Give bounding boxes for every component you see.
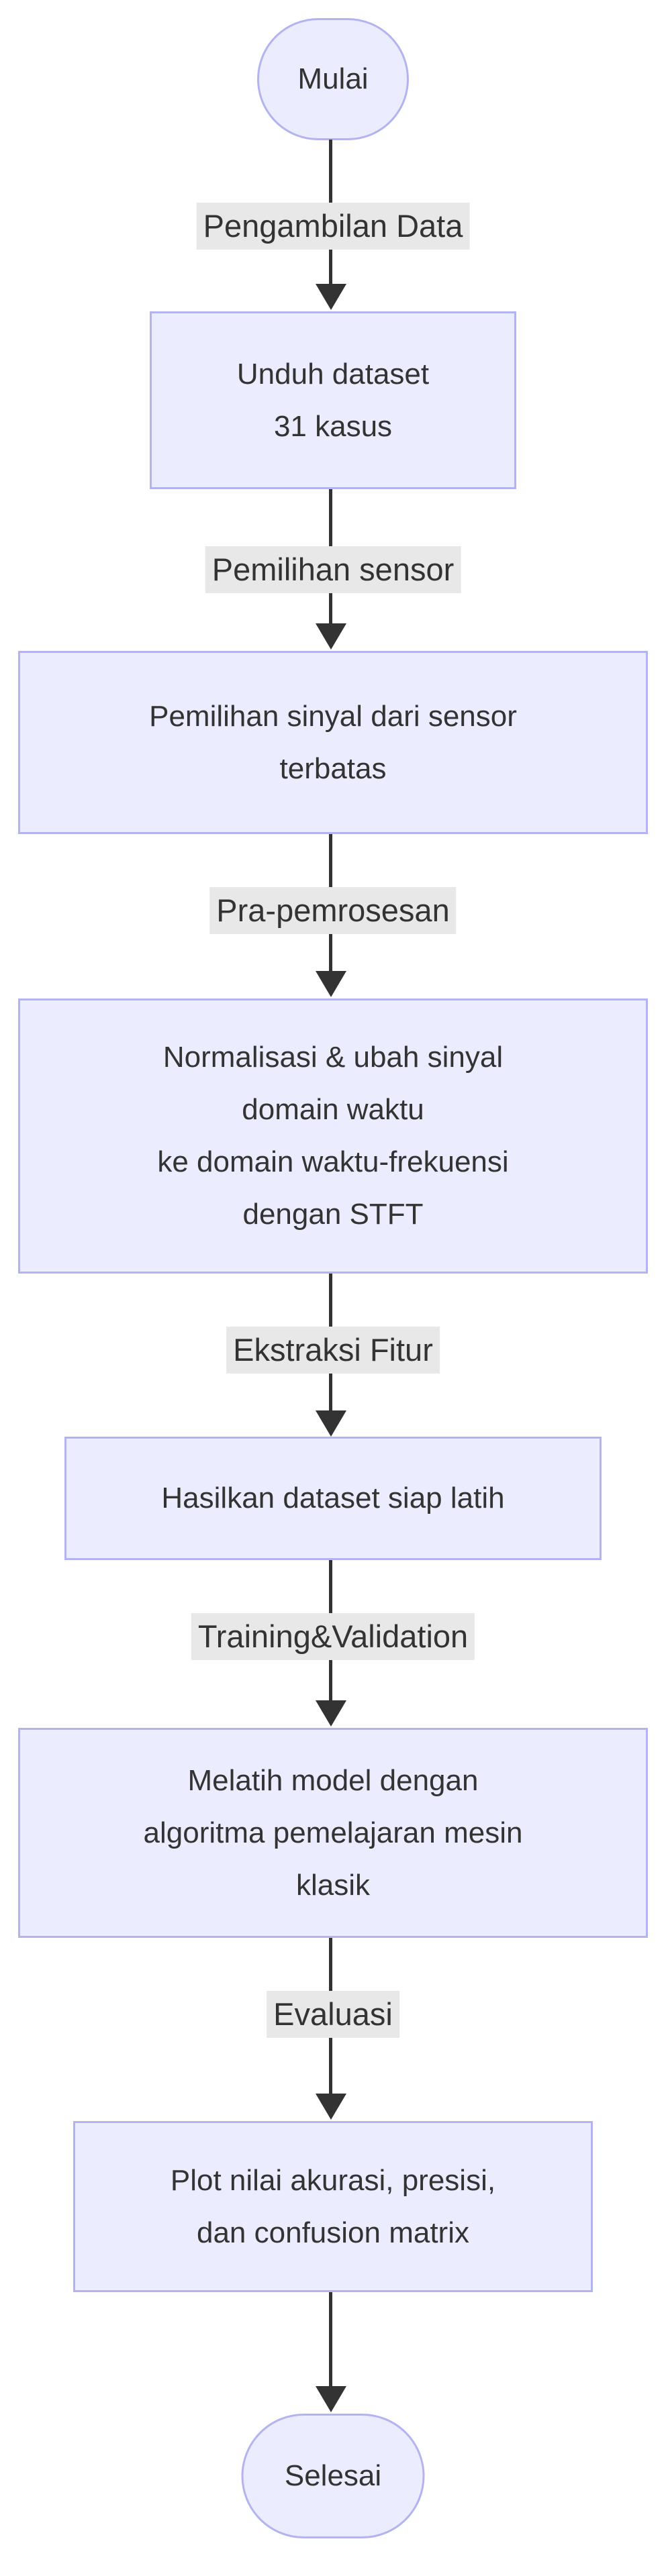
edge-arrowhead (316, 2094, 346, 2120)
node-start: Mulai (257, 18, 409, 140)
node-signal-selection: Pemilihan sinyal dari sensor terbatas (18, 651, 648, 834)
edge-label-pra-pemrosesan: Pra-pemrosesan (209, 887, 457, 934)
node-preprocessing: Normalisasi & ubah sinyal domain waktu k… (18, 998, 648, 1274)
edge-arrowhead (316, 284, 346, 310)
edge-label-pemilihan-sensor: Pemilihan sensor (205, 546, 461, 593)
node-dataset-ready: Hasilkan dataset siap latih (64, 1437, 602, 1560)
edge-arrowhead (316, 623, 346, 650)
edge-arrowhead (316, 1410, 346, 1437)
node-train-model: Melatih model dengan algoritma pemelajar… (18, 1728, 648, 1938)
edge-label-evaluasi: Evaluasi (267, 1991, 399, 2038)
edge-label-ekstraksi-fitur: Ekstraksi Fitur (226, 1327, 440, 1374)
edge-arrowhead (316, 2386, 346, 2412)
node-end: Selesai (241, 2414, 425, 2538)
edge-label-pengambilan-data: Pengambilan Data (196, 203, 470, 250)
edge-label-training-validation: Training&Validation (191, 1613, 475, 1660)
edge-line (329, 2292, 332, 2387)
node-plot-results: Plot nilai akurasi, presisi, dan confusi… (73, 2121, 593, 2292)
edge-arrowhead (316, 1700, 346, 1727)
edge-arrowhead (316, 971, 346, 997)
node-download-dataset: Unduh dataset 31 kasus (150, 311, 516, 489)
